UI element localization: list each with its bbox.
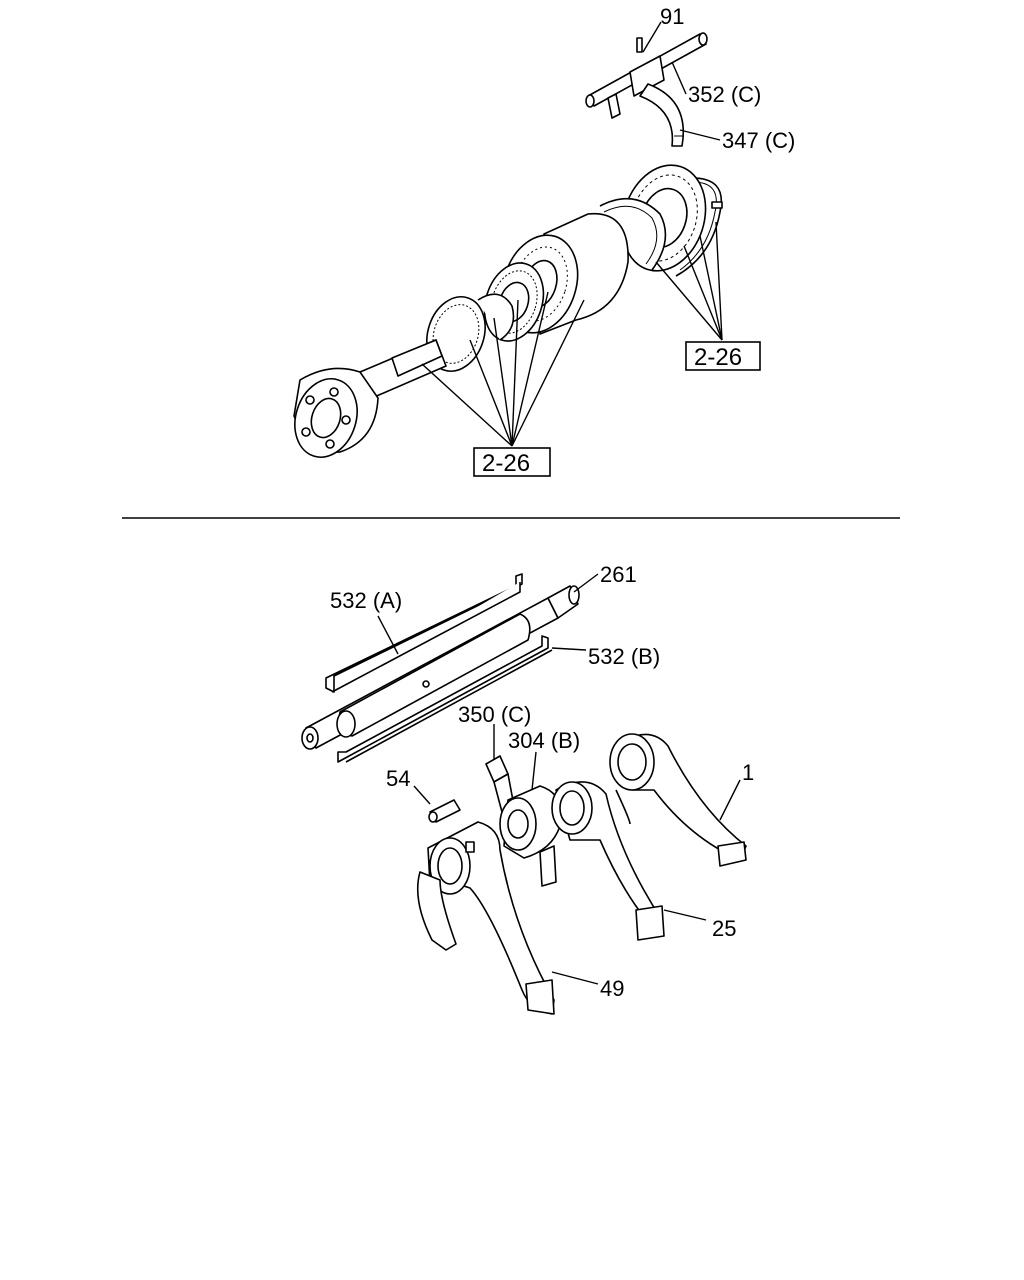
callout-350c: 350 (C) — [458, 702, 531, 727]
shift-fork-347c — [607, 83, 684, 147]
pin-54 — [428, 799, 461, 823]
shift-fork-49 — [416, 821, 555, 1015]
interlock-plate-532a — [325, 573, 523, 693]
callout-25: 25 — [712, 916, 736, 941]
callout-91: 91 — [660, 4, 684, 29]
callout-532b: 532 (B) — [588, 644, 660, 669]
callout-261: 261 — [600, 562, 637, 587]
callout-347c: 347 (C) — [722, 128, 795, 153]
shift-fork-25 — [551, 781, 665, 941]
callout-532a: 532 (A) — [330, 588, 402, 613]
ref-label-bottom: 2-26 — [482, 450, 530, 477]
leaders-right — [655, 221, 723, 341]
callout-49: 49 — [600, 976, 624, 1001]
upper-assembly: 91 352 (C) 347 (C) 2-26 2-26 — [293, 4, 795, 477]
callout-1: 1 — [742, 760, 754, 785]
interlock-plate-532b — [337, 635, 553, 763]
leaders-bottom — [421, 291, 585, 447]
ref-label-right: 2-26 — [694, 344, 742, 371]
callout-54: 54 — [386, 766, 410, 791]
shift-fork-1 — [609, 733, 747, 867]
shift-rod-261 — [301, 585, 580, 750]
callout-304b: 304 (B) — [508, 728, 580, 753]
ref-box-right[interactable] — [685, 341, 761, 371]
collar-304b — [499, 785, 562, 887]
main-shaft — [293, 339, 447, 458]
snap-ring-small — [477, 293, 515, 341]
ref-box-bottom[interactable] — [473, 447, 551, 477]
shift-rod-352c — [585, 32, 708, 108]
ring-mid — [599, 197, 667, 271]
callout-352c: 352 (C) — [688, 82, 761, 107]
lower-assembly: 261 532 (A) 532 (B) 350 (C) 304 (B) 54 1… — [301, 562, 754, 1015]
